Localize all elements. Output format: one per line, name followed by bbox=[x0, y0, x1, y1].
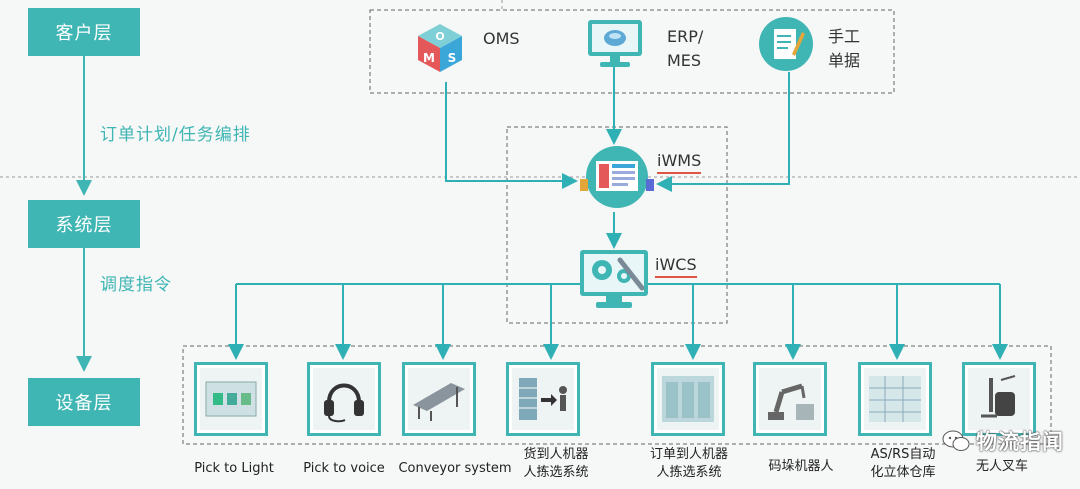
document-icon bbox=[758, 16, 814, 72]
agv-forklift-icon bbox=[968, 368, 1030, 430]
conveyor-icon bbox=[408, 368, 470, 430]
middleware-frame bbox=[506, 126, 728, 324]
device-goods-to-person bbox=[506, 362, 580, 436]
device-label-6: 码垛机器人 bbox=[768, 459, 834, 474]
order-to-person-icon bbox=[657, 368, 719, 430]
device-conveyor bbox=[402, 362, 476, 436]
iwms-label: iWMS bbox=[657, 150, 702, 174]
iwcs-icon bbox=[576, 248, 652, 312]
device-label-2: Pick to voice bbox=[303, 461, 385, 476]
manual-label-line1: 手工 bbox=[828, 27, 861, 46]
iwms-icon bbox=[576, 143, 658, 211]
device-pick-to-voice bbox=[307, 362, 381, 436]
headset-icon bbox=[313, 368, 375, 430]
dispatch-command-label: 调度指令 bbox=[100, 275, 172, 295]
oms-icon-letter-s: S bbox=[448, 51, 457, 65]
customer-layer-box: 客户层 bbox=[28, 8, 140, 56]
oms-icon-letter-m: M bbox=[423, 51, 435, 65]
devices-frame bbox=[182, 345, 1052, 445]
oms-icon-letter-o: O bbox=[435, 30, 444, 43]
device-layer-box: 设备层 bbox=[28, 378, 140, 426]
wechat-icon bbox=[942, 430, 970, 451]
device-label-5: 订单到人机器人拣选系统 bbox=[649, 447, 728, 480]
manual-label-line2: 单据 bbox=[828, 51, 861, 70]
manual-to-iwms bbox=[656, 72, 790, 192]
goods-to-person-icon bbox=[512, 368, 574, 430]
device-order-to-person bbox=[651, 362, 725, 436]
erp-label-line2: MES bbox=[667, 51, 702, 70]
oms-icon: O M S bbox=[412, 20, 468, 76]
device-label-1: Pick to Light bbox=[194, 461, 274, 476]
device-layer-label: 设备层 bbox=[55, 393, 113, 414]
system-layer-box: 系统层 bbox=[28, 200, 140, 248]
system-layer-label: 系统层 bbox=[55, 215, 113, 236]
watermark-text: 物流指闻 bbox=[976, 430, 1064, 454]
customer-layer-label: 客户层 bbox=[55, 23, 113, 44]
device-pick-to-light bbox=[194, 362, 268, 436]
device-label-4: 货到人机器人拣选系统 bbox=[523, 447, 589, 480]
device-label-7: AS/RS自动化立体仓库 bbox=[870, 447, 936, 480]
monitor-icon bbox=[586, 18, 644, 70]
device-agv-forklift bbox=[962, 362, 1036, 436]
watermark: 物流指闻 bbox=[942, 426, 1064, 456]
palletizing-robot-icon bbox=[759, 368, 821, 430]
oms-to-iwms bbox=[445, 82, 578, 189]
device-asrs bbox=[858, 362, 932, 436]
asrs-icon bbox=[864, 368, 926, 430]
device-label-3: Conveyor system bbox=[398, 461, 512, 476]
device-palletizing-robot bbox=[753, 362, 827, 436]
order-planning-label: 订单计划/任务编排 bbox=[100, 125, 251, 145]
pick-to-light-icon bbox=[200, 368, 262, 430]
iwcs-label: iWCS bbox=[655, 254, 697, 278]
oms-label: OMS bbox=[483, 29, 520, 48]
erp-label-line1: ERP/ bbox=[667, 27, 704, 46]
systems-frame bbox=[369, 9, 895, 94]
device-label-8: 无人叉车 bbox=[975, 459, 1028, 474]
